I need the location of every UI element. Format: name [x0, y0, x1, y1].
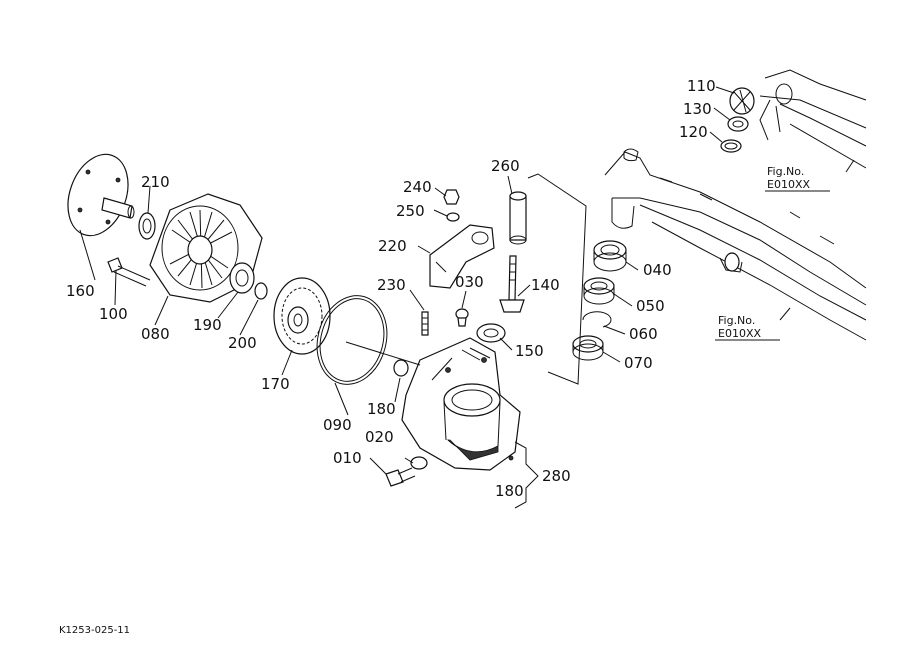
- part-labels: 210 160 100 080 190 200 170 090 180 240 …: [66, 77, 716, 500]
- leader-lines: [79, 86, 855, 475]
- part-150-bearing: [476, 323, 506, 343]
- part-090-o-ring: [316, 295, 388, 385]
- fig-ref-1-code: E010XX: [767, 178, 810, 191]
- label-180-b: 180: [495, 482, 524, 500]
- label-080: 080: [141, 325, 170, 343]
- fig-ref-2-title: Fig.No.: [718, 314, 755, 327]
- part-200-ring: [254, 282, 268, 300]
- part-110-side-gear: [729, 87, 755, 115]
- figure-ref-underlines: [715, 190, 830, 341]
- part-140-pinion-shaft: [499, 255, 525, 313]
- part-030-plug: [455, 308, 469, 327]
- part-190-bearing: [229, 262, 255, 294]
- label-220: 220: [378, 237, 407, 255]
- label-050: 050: [636, 297, 665, 315]
- part-260-sleeve: [509, 191, 527, 245]
- part-100-bolt: [107, 257, 151, 287]
- label-030: 030: [455, 273, 484, 291]
- part-220-bracket: [429, 224, 495, 289]
- label-120: 120: [679, 123, 708, 141]
- part-130-bearing: [727, 116, 749, 132]
- label-010: 010: [333, 449, 362, 467]
- label-210: 210: [141, 173, 170, 191]
- label-110: 110: [687, 77, 716, 95]
- part-240-nut: [443, 189, 460, 205]
- part-210-seal: [138, 212, 156, 240]
- group-bracket-260: [527, 173, 587, 385]
- group-bracket-280: [508, 441, 539, 509]
- label-240: 240: [403, 178, 432, 196]
- part-160-flange: [67, 153, 135, 237]
- part-230-stud: [421, 311, 429, 336]
- label-150: 150: [515, 342, 544, 360]
- axle-housing-outline: [604, 148, 867, 341]
- part-040-bearing-cup: [593, 240, 627, 272]
- part-050-bearing: [583, 277, 615, 305]
- label-280: 280: [542, 467, 571, 485]
- part-060-snap-ring: [582, 311, 612, 328]
- gear-case-housing: [401, 337, 521, 471]
- label-040: 040: [643, 261, 672, 279]
- label-160: 160: [66, 282, 95, 300]
- label-190: 190: [193, 316, 222, 334]
- part-020-washer: [410, 456, 428, 470]
- label-070: 070: [624, 354, 653, 372]
- label-130: 130: [683, 100, 712, 118]
- label-250: 250: [396, 202, 425, 220]
- label-260: 260: [491, 157, 520, 175]
- fig-ref-1-title: Fig.No.: [767, 165, 804, 178]
- part-170-bevel-gear: [273, 277, 331, 355]
- label-170: 170: [261, 375, 290, 393]
- part-070-bearing: [572, 335, 604, 361]
- label-060: 060: [629, 325, 658, 343]
- label-020: 020: [365, 428, 394, 446]
- part-010-bolt: [385, 467, 416, 487]
- part-180-bushing: [393, 359, 409, 377]
- axle-housing-upper-outline: [759, 69, 867, 169]
- drawing-code: K1253-025-11: [59, 625, 130, 636]
- label-200: 200: [228, 334, 257, 352]
- label-180-a: 180: [367, 400, 396, 418]
- part-120-ring: [720, 139, 742, 153]
- fig-ref-2-code: E010XX: [718, 327, 761, 340]
- part-250-washer: [446, 212, 460, 222]
- label-230: 230: [377, 276, 406, 294]
- figure-references: Fig.No. E010XX Fig.No. E010XX: [718, 165, 810, 340]
- label-140: 140: [531, 276, 560, 294]
- label-090: 090: [323, 416, 352, 434]
- label-100: 100: [99, 305, 128, 323]
